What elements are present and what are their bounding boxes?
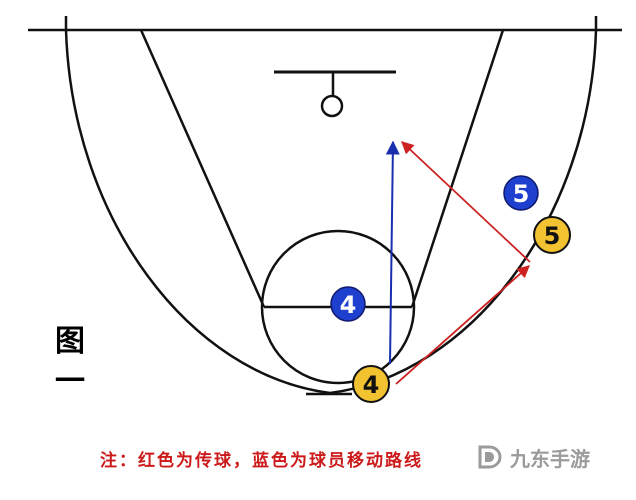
- lane-right: [410, 29, 505, 308]
- player-move-path: [385, 140, 400, 365]
- attacker-4-number: 4: [363, 371, 380, 399]
- watermark-logo-icon: [478, 445, 502, 469]
- defender-5: 5: [503, 175, 539, 211]
- lane-left: [139, 29, 266, 308]
- watermark-text: 九东手游: [510, 446, 590, 471]
- figure-label-char-1: 图: [55, 324, 85, 359]
- attacker-5-number: 5: [544, 222, 561, 250]
- attacker-5: 5: [533, 216, 571, 254]
- pass-path-1: [395, 265, 530, 385]
- legend-note: 注：红色为传球，蓝色为球员移动路线: [100, 451, 423, 471]
- defender-4: 4: [330, 286, 366, 322]
- rim: [320, 94, 344, 118]
- pass-path-2: [401, 141, 531, 263]
- figure-label-char-2: 一: [55, 364, 85, 399]
- attacker-4: 4: [352, 365, 390, 403]
- free-throw-circle: [260, 229, 416, 385]
- watermark: 九东手游: [474, 440, 590, 474]
- defender-5-number: 5: [513, 180, 530, 208]
- defender-4-number: 4: [340, 291, 357, 319]
